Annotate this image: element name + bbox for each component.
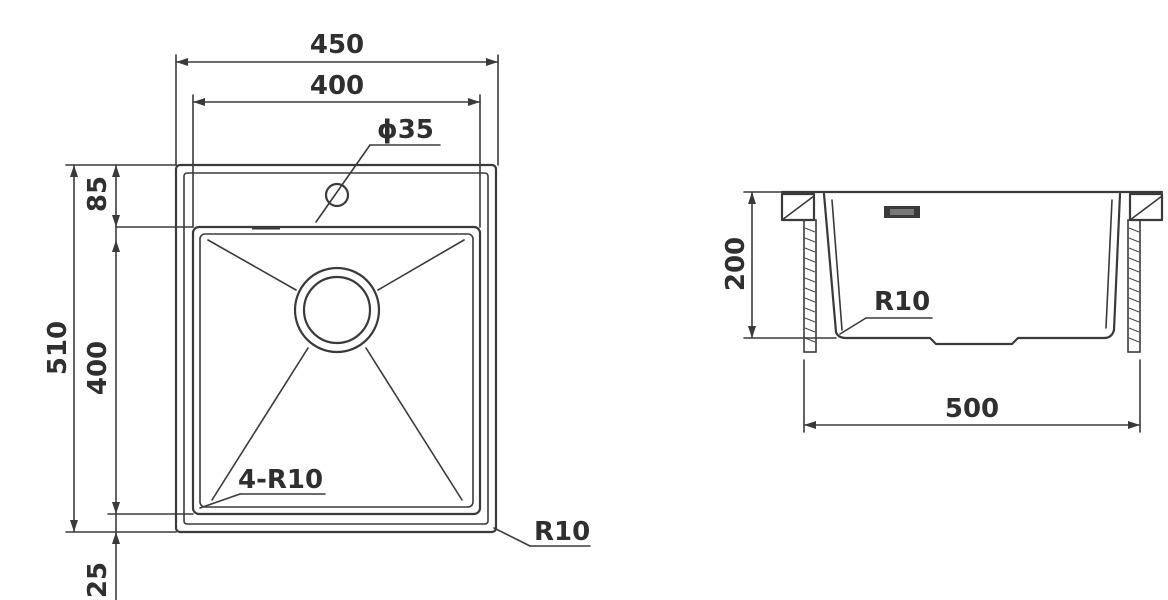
arrow-450-right bbox=[486, 58, 498, 66]
arrow-400d-bottom bbox=[112, 502, 120, 514]
arrow-85-top bbox=[112, 165, 120, 177]
drain-inner-ring bbox=[302, 275, 372, 345]
dim-outer-corner-radius: R10 bbox=[534, 517, 590, 547]
left-rod-threads bbox=[804, 227, 816, 343]
left-threaded-rod bbox=[803, 219, 817, 353]
arrow-510-bottom bbox=[70, 520, 78, 532]
arrow-400w-left bbox=[193, 98, 205, 106]
overflow-marker-inner bbox=[890, 209, 914, 215]
right-bracket bbox=[1128, 192, 1164, 222]
right-bracket-hatch bbox=[1129, 195, 1163, 221]
bottom-radius-leader bbox=[839, 317, 867, 335]
drain-outer-ring bbox=[293, 266, 381, 354]
groove-top-right bbox=[377, 239, 465, 291]
dim-drain-hole: ϕ35 bbox=[377, 115, 434, 145]
dim-width: 500 bbox=[945, 394, 999, 424]
dim-overall-width: 450 bbox=[310, 30, 364, 60]
arrow-25 bbox=[112, 532, 120, 544]
dim-bottom-offset: 25 bbox=[83, 562, 113, 598]
dim-deck-depth: 85 bbox=[83, 176, 113, 212]
groove-bottom-right bbox=[365, 347, 463, 501]
arrow-500-right bbox=[1128, 421, 1140, 429]
bowl-inner-outline bbox=[199, 233, 474, 508]
bowl-inner-wall-right bbox=[1105, 199, 1113, 329]
dim-height: 200 bbox=[721, 237, 751, 291]
dim-bottom-radius: R10 bbox=[874, 287, 930, 317]
bowl-inner-wall-left bbox=[831, 199, 843, 331]
tap-hole bbox=[324, 182, 350, 208]
dim-bowl-depth: 400 bbox=[83, 341, 113, 395]
outer-radius-leader bbox=[493, 527, 531, 547]
side-view: 200 R10 500 bbox=[721, 190, 1164, 433]
dim-bowl-width: 400 bbox=[310, 71, 364, 101]
arrow-200-bottom bbox=[748, 326, 756, 338]
arrow-450-left bbox=[176, 58, 188, 66]
bowl-side-profile bbox=[822, 192, 1122, 346]
top-view: ϕ35 450 400 510 85 400 bbox=[43, 30, 591, 600]
arrow-85-bottom bbox=[112, 215, 120, 227]
right-threaded-rod bbox=[1127, 219, 1141, 353]
arrow-400w-right bbox=[468, 98, 480, 106]
outer-rim-outline bbox=[174, 163, 498, 534]
left-bracket-hatch bbox=[781, 195, 815, 221]
right-rod-threads bbox=[1128, 227, 1140, 343]
dim-inner-corner-radius: 4-R10 bbox=[238, 465, 323, 495]
groove-bottom-left bbox=[211, 347, 309, 501]
arrow-500-left bbox=[804, 421, 816, 429]
inner-rim-outline bbox=[183, 172, 489, 525]
arrow-200-top bbox=[748, 192, 756, 204]
dim-overall-depth: 510 bbox=[43, 321, 73, 375]
arrow-510-top bbox=[70, 165, 78, 177]
tap-hole-leader bbox=[315, 144, 371, 223]
bowl-outline bbox=[191, 225, 482, 516]
inner-radius-leader bbox=[199, 493, 241, 509]
arrow-400d-top bbox=[112, 240, 120, 252]
groove-top-left bbox=[207, 239, 297, 291]
